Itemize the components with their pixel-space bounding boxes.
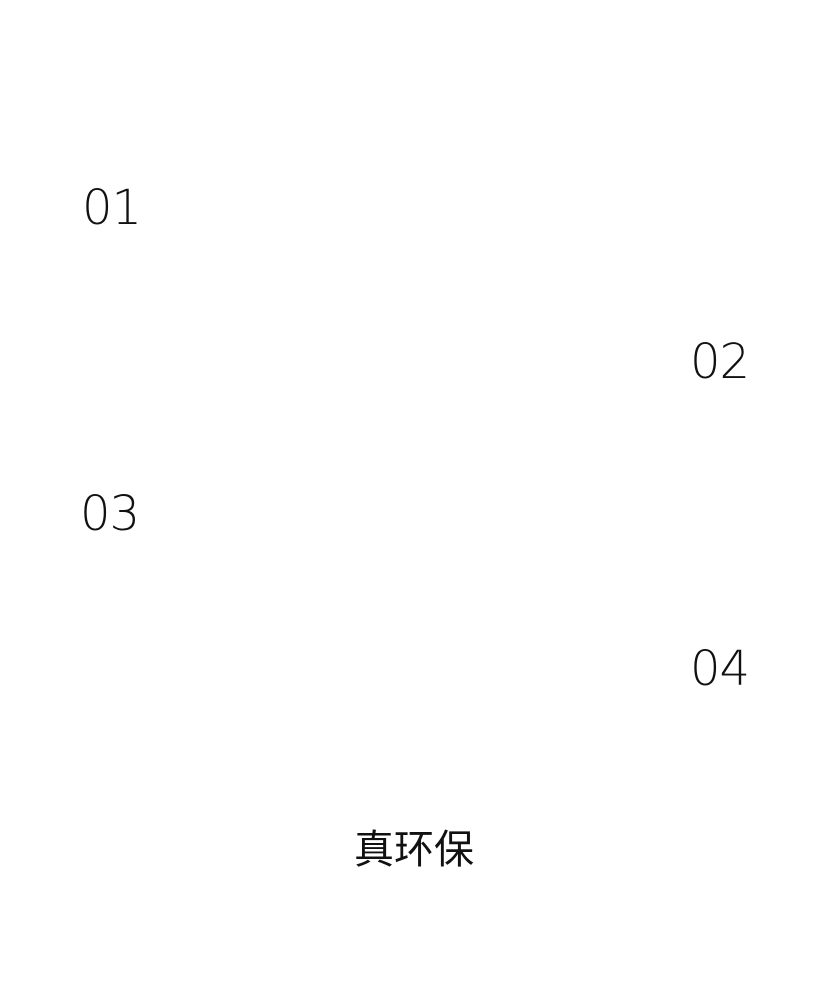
step-number-01: 01 bbox=[82, 180, 142, 236]
footer-title: 真环保 bbox=[354, 827, 474, 873]
step-number-04: 04 bbox=[690, 641, 750, 697]
step-number-02: 02 bbox=[690, 334, 750, 390]
step-number-03: 03 bbox=[80, 486, 140, 542]
